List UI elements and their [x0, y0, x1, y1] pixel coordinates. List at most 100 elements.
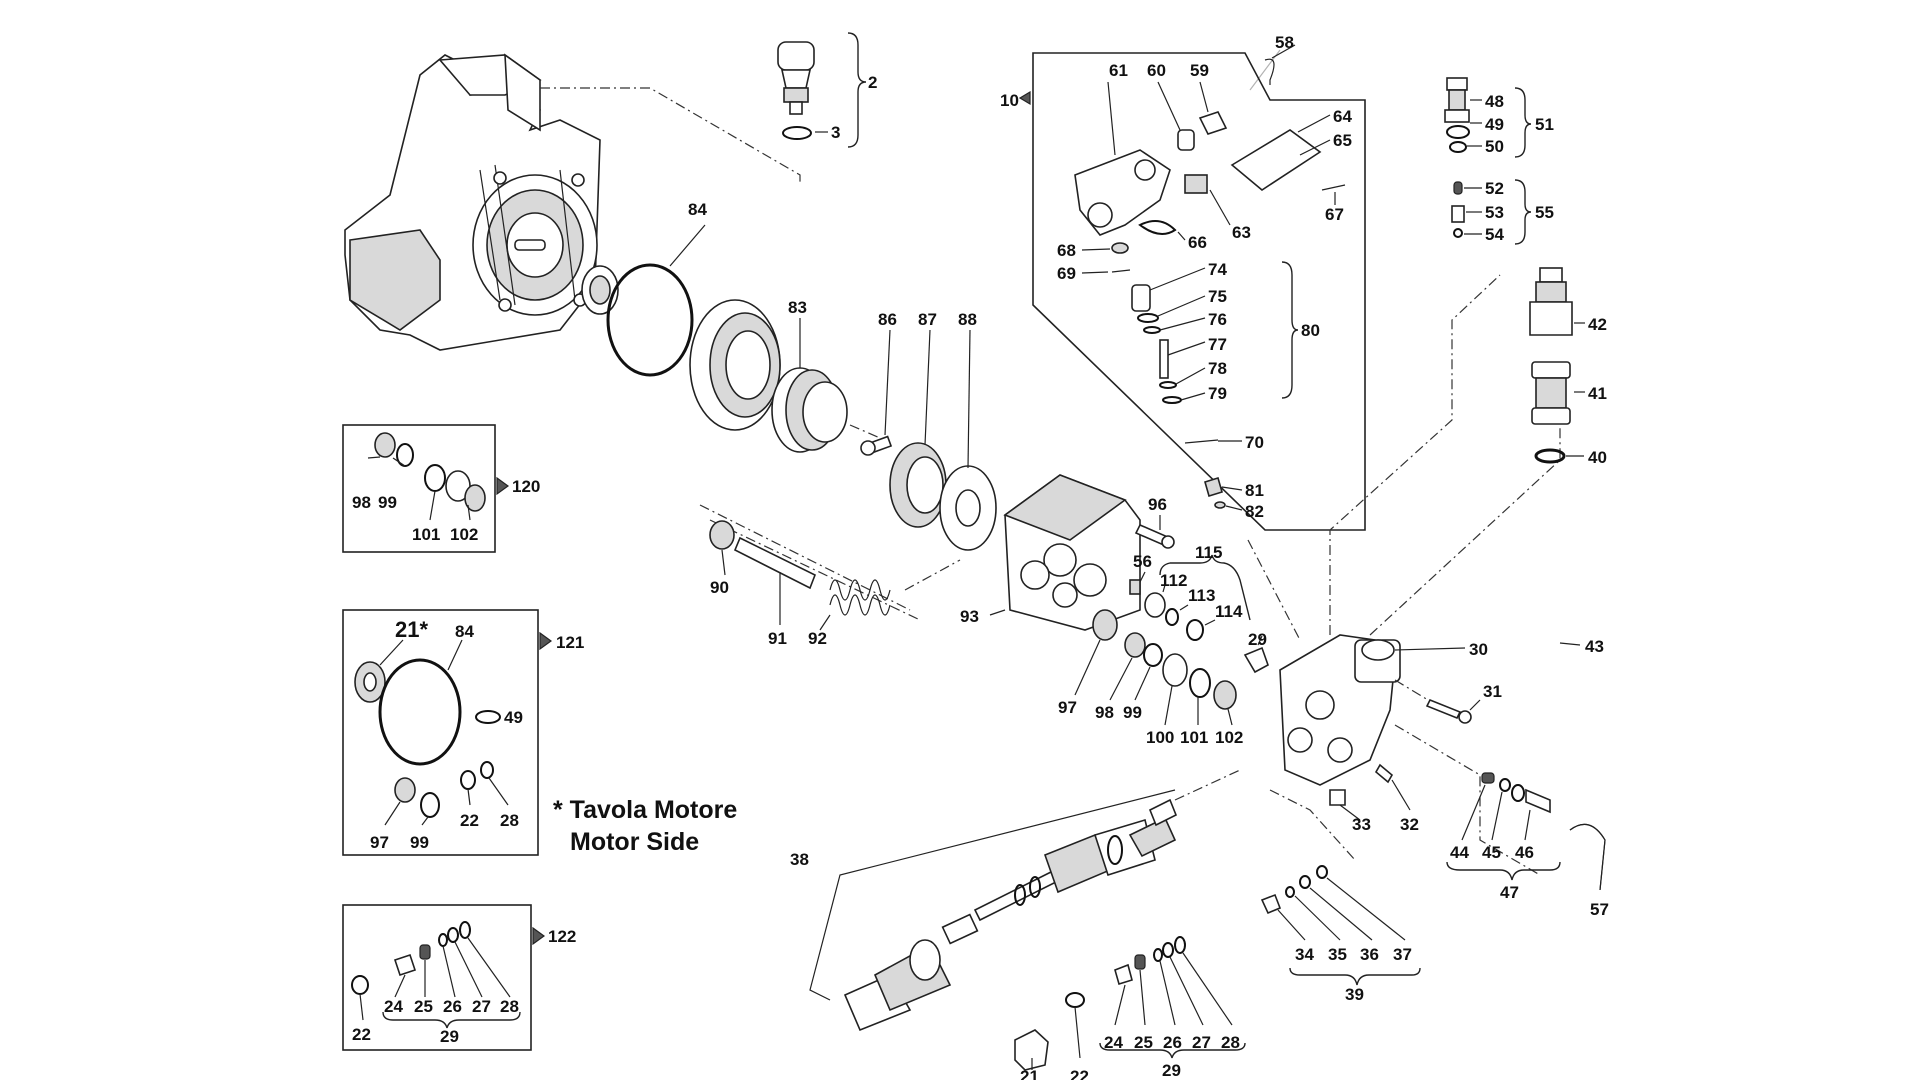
label-35: 35 — [1328, 945, 1347, 964]
part-44 — [1481, 772, 1495, 784]
part-54 — [1453, 228, 1463, 238]
brace-51 — [1514, 87, 1532, 158]
label-53: 53 — [1485, 203, 1504, 222]
part-75 — [1137, 313, 1159, 323]
part-97 — [1092, 609, 1118, 641]
label-52: 52 — [1485, 179, 1504, 198]
brace-80 — [1281, 261, 1299, 399]
part-48-fitting — [1444, 77, 1470, 123]
label-92: 92 — [808, 629, 827, 648]
label-69: 69 — [1057, 264, 1076, 283]
brace-55 — [1514, 179, 1532, 245]
label-36: 36 — [1360, 945, 1379, 964]
label-51: 51 — [1535, 115, 1554, 134]
label-40: 40 — [1588, 448, 1607, 467]
label-33: 33 — [1352, 815, 1371, 834]
label-21: 21 — [1020, 1067, 1039, 1080]
label-80: 80 — [1301, 321, 1320, 340]
label-78: 78 — [1208, 359, 1227, 378]
label-121-49: 49 — [504, 708, 523, 727]
part-90-seal — [709, 520, 735, 550]
label-82: 82 — [1245, 502, 1264, 521]
label-58: 58 — [1275, 33, 1294, 52]
part-52 — [1453, 181, 1463, 195]
label-60: 60 — [1147, 61, 1166, 80]
part-112 — [1144, 592, 1166, 618]
label-122-26: 26 — [443, 997, 462, 1016]
inset-120 — [342, 424, 496, 553]
label-30: 30 — [1469, 640, 1488, 659]
label-120-98: 98 — [352, 493, 371, 512]
label-32: 32 — [1400, 815, 1419, 834]
label-28: 28 — [1221, 1033, 1240, 1052]
label-113: 113 — [1188, 586, 1215, 605]
part-3-oring — [782, 126, 812, 140]
part-81 — [1204, 476, 1223, 498]
label-83: 83 — [788, 298, 807, 317]
part-49 — [1446, 125, 1470, 139]
label-59: 59 — [1190, 61, 1209, 80]
label-112: 112 — [1160, 571, 1187, 590]
part-24 — [1114, 963, 1133, 986]
part-113 — [1165, 608, 1179, 626]
part-61-body — [1074, 149, 1171, 236]
label-44: 44 — [1450, 843, 1469, 862]
label-29: 29 — [1162, 1061, 1181, 1080]
part-36 — [1299, 875, 1311, 889]
part-78 — [1159, 381, 1177, 389]
label-121-21s: 21* — [395, 617, 428, 642]
label-87: 87 — [918, 310, 937, 329]
dash-housing-to-knob — [540, 87, 801, 185]
label-98: 98 — [1095, 703, 1114, 722]
part-86-screw — [860, 435, 893, 456]
part-bearing — [689, 299, 781, 431]
part-100 — [1162, 653, 1188, 687]
label-41: 41 — [1588, 384, 1607, 403]
label-29b: 29 — [1248, 630, 1267, 649]
label-121-99: 99 — [410, 833, 429, 852]
label-91: 91 — [768, 629, 787, 648]
dash-rod — [699, 504, 911, 611]
note-line-2: Motor Side — [570, 828, 699, 856]
label-120-102: 102 — [450, 525, 478, 544]
lead-38 — [809, 789, 1176, 1001]
label-93: 93 — [960, 607, 979, 626]
part-77 — [1159, 339, 1169, 379]
part-102 — [1213, 680, 1237, 710]
part-74 — [1131, 284, 1151, 312]
brace-29-bottom — [1099, 1042, 1246, 1059]
part-57-pipe — [1569, 823, 1606, 891]
label-22: 22 — [1070, 1067, 1089, 1080]
label-3: 3 — [831, 123, 840, 142]
part-22 — [1065, 992, 1085, 1008]
label-2: 2 — [868, 73, 877, 92]
label-88: 88 — [958, 310, 977, 329]
label-39: 39 — [1345, 985, 1364, 1004]
label-37: 37 — [1393, 945, 1412, 964]
label-101: 101 — [1180, 728, 1208, 747]
part-34 — [1260, 893, 1282, 915]
part-60 — [1177, 129, 1195, 151]
label-77: 77 — [1208, 335, 1227, 354]
brace-47 — [1446, 861, 1561, 881]
box-10 — [1032, 52, 1366, 531]
part-41-connector — [1531, 361, 1571, 425]
part-69 — [1111, 269, 1131, 273]
part-98 — [1124, 632, 1146, 658]
label-114: 114 — [1215, 602, 1243, 621]
part-35 — [1285, 886, 1295, 898]
label-76: 76 — [1208, 310, 1227, 329]
label-96: 96 — [1148, 495, 1167, 514]
label-122-22: 22 — [352, 1025, 371, 1044]
label-121-84: 84 — [455, 622, 474, 641]
part-87-seal — [889, 442, 947, 528]
label-121: 121 — [556, 633, 584, 652]
label-90: 90 — [710, 578, 729, 597]
part-56 — [1129, 579, 1141, 595]
part-84-oring — [606, 263, 694, 377]
label-49: 49 — [1485, 115, 1504, 134]
part-37 — [1316, 865, 1328, 879]
part-70 — [1184, 439, 1219, 444]
